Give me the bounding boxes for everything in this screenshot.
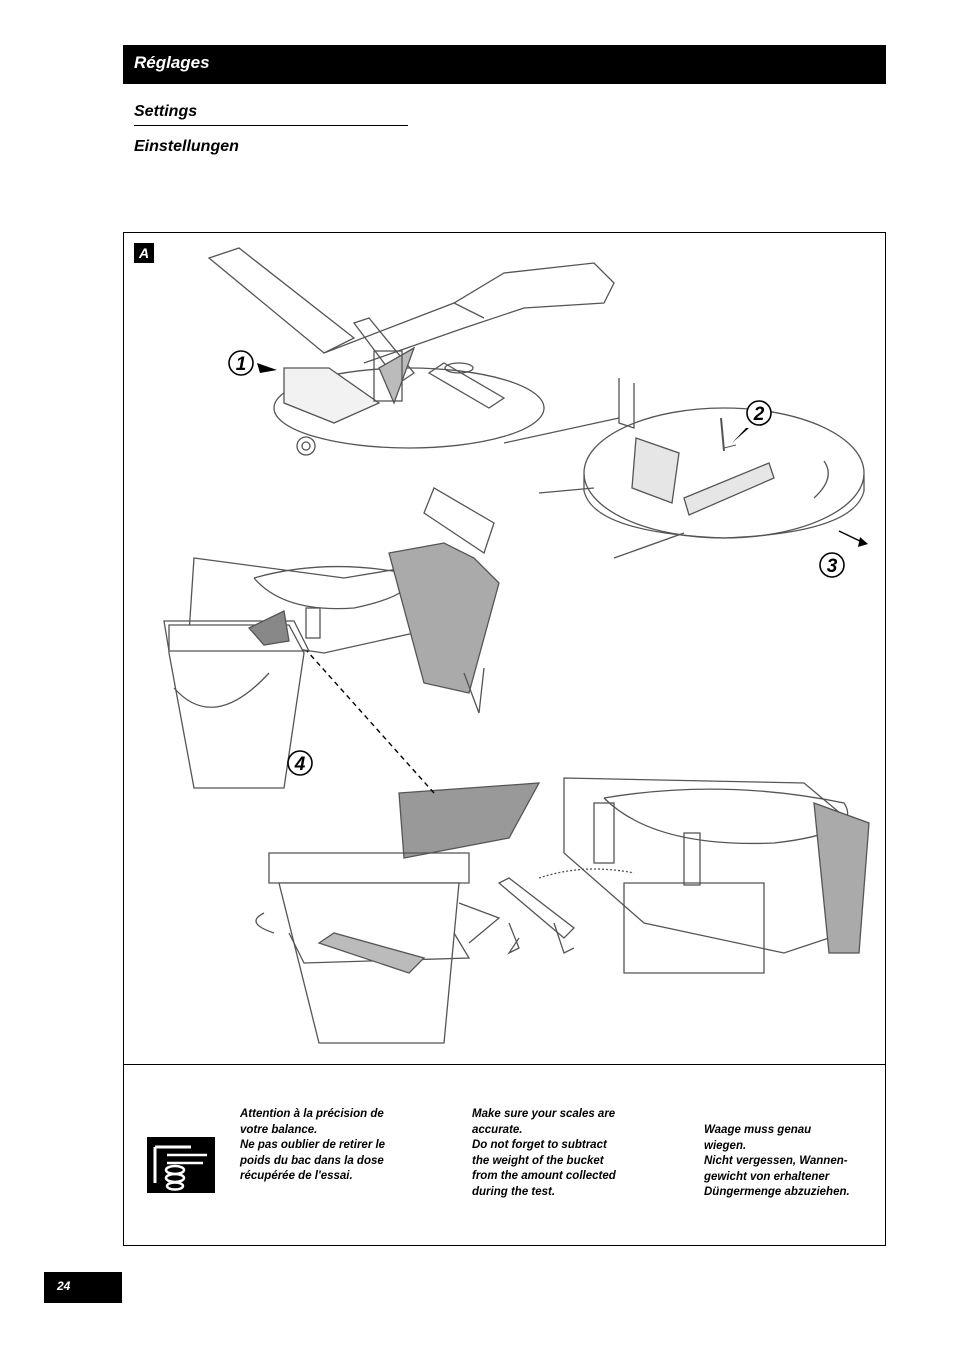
spreader-top-view — [207, 247, 615, 456]
callout-3: 3 — [819, 530, 868, 578]
note-french-line: poids du bac dans la dose — [240, 1154, 384, 1167]
callout-2: 2 — [732, 400, 772, 443]
spreader-lower-view — [255, 777, 870, 1044]
note-french-line: récupérée de l'essai. — [240, 1170, 353, 1182]
note-english-line: from the amount collected — [472, 1170, 616, 1182]
subtitle-german: Einstellungen — [134, 138, 239, 155]
note-english-line: Do not forget to subtract — [472, 1139, 607, 1151]
spinner-disc-detail — [503, 378, 865, 559]
note-french-line: votre balance. — [240, 1123, 318, 1136]
callout-3-label: 3 — [827, 556, 838, 577]
subtitle-english: Settings — [134, 103, 198, 120]
note-german-line: gewicht von erhaltener — [704, 1170, 830, 1183]
note-french-line: Attention à la précision de — [240, 1108, 384, 1120]
dashed-arrow — [306, 650, 435, 794]
section-header-bar: Réglages — [123, 45, 886, 84]
note-english-line: during the test. — [472, 1185, 556, 1198]
note-german-line: Nicht vergessen, Wannen- — [704, 1155, 848, 1167]
note-german: Waage muss genau wiegen. Nicht vergessen… — [704, 1123, 904, 1201]
note-panel: Attention à la précision de votre balanc… — [123, 1064, 886, 1246]
callout-2-label: 2 — [753, 404, 765, 425]
note-german-line: wiegen. — [704, 1139, 747, 1152]
page-number: 24 — [44, 1272, 122, 1303]
subtitle-divider — [134, 125, 408, 126]
spreader-with-bucket — [163, 487, 500, 789]
figure-label: A — [134, 243, 154, 263]
note-english-line: accurate. — [472, 1123, 523, 1136]
note-german-line: Düngermenge abzuziehen. — [704, 1186, 850, 1198]
note-english-line: the weight of the bucket — [472, 1154, 604, 1167]
spreader-illustration: 1 2 3 4 — [163, 247, 870, 1044]
note-german-line: Waage muss genau — [704, 1124, 812, 1136]
figure-panel: A — [123, 232, 886, 1064]
note-french-line: Ne pas oublier de retirer le — [240, 1139, 386, 1151]
note-english: Make sure your scales are accurate. Do n… — [472, 1107, 672, 1200]
callout-4: 4 — [287, 750, 313, 776]
section-title: Réglages — [134, 53, 210, 72]
note-french: Attention à la précision de votre balanc… — [240, 1107, 440, 1185]
callout-1: 1 — [228, 350, 277, 376]
callout-1-label: 1 — [236, 354, 247, 375]
callout-4-label: 4 — [294, 754, 306, 775]
note-english-line: Make sure your scales are — [472, 1108, 616, 1120]
scale-hand-icon — [147, 1137, 215, 1193]
